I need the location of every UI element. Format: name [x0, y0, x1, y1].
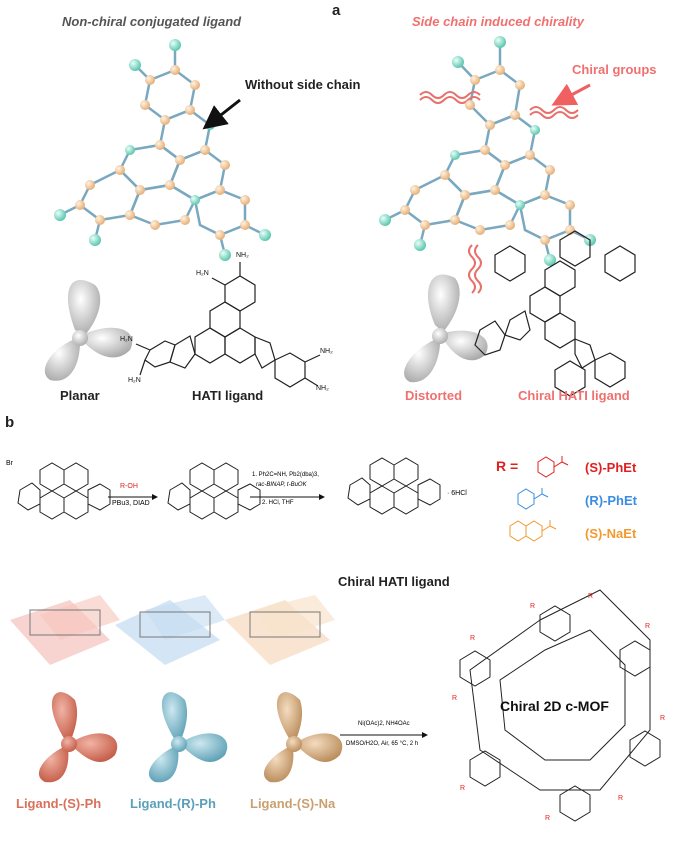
propeller-s-ph-icon: [38, 692, 118, 783]
chiral-side-chains: [419, 91, 579, 294]
intermediate-structure: [167, 462, 261, 520]
ligand-r-ph-label: Ligand-(R)-Ph: [130, 796, 216, 811]
mof-reagent-1: Ni(OAc)2, NH4OAc: [358, 721, 410, 727]
ligand-s-na-label: Ligand-(S)-Na: [250, 796, 336, 811]
without-side-chain-label: Without side chain: [245, 77, 361, 92]
substituent-s-naet: (S)-NaEt: [585, 526, 637, 541]
ligand-s-ph-label: Ligand-(S)-Ph: [16, 796, 102, 811]
hati-h2n-label: H₂N: [196, 270, 209, 277]
reagent-2-line1: 1. Ph2C=NH, Pb2(dba)3,: [252, 472, 319, 478]
hati-h2n-label: H₂N: [120, 336, 133, 343]
planar-propeller-icon: [44, 280, 133, 381]
without-side-chain-arrow: [202, 98, 241, 130]
hati-ligand-structure: [135, 262, 321, 388]
svg-text:R: R: [645, 623, 650, 630]
distorted-label: Distorted: [405, 388, 463, 403]
propeller-r-ph-icon: [148, 692, 228, 783]
hcl-salt-label: · 6HCl: [447, 490, 467, 497]
hati-ligand-label: HATI ligand: [192, 388, 264, 403]
svg-text:R: R: [545, 815, 550, 822]
panel-b-letter: b: [5, 414, 15, 431]
left-title: Non-chiral conjugated ligand: [62, 14, 242, 29]
hati-nh2-label: NH₂: [236, 252, 249, 259]
propeller-s-na-icon: [263, 692, 343, 783]
reagent-2-line3: 2. HCl, THF: [262, 500, 294, 506]
substituent-r-phet: (R)-PhEt: [585, 493, 637, 508]
r-substituent-icons: [509, 456, 569, 542]
planar-label: Planar: [60, 388, 100, 403]
reagent-1-bottom: PBu3, DIAD: [112, 500, 150, 507]
chiral-hati-scheme-label: Chiral HATI ligand: [338, 574, 450, 589]
chiral-groups-arrow: [551, 83, 591, 106]
product-structure: [347, 457, 441, 515]
panel-a-letter: a: [332, 2, 341, 19]
mof-reagent-2: DMSO/H2O, Air, 65 °C, 2 h: [346, 741, 419, 747]
ligand-tile-r-ph: [115, 595, 225, 665]
chiral-hati-ligand-label: Chiral HATI ligand: [518, 388, 630, 403]
starting-material-structure: [17, 462, 111, 520]
hati-h2n-label: H₂N: [128, 377, 141, 384]
chiral-hati-ligand-structure: [474, 230, 636, 397]
hati-nh2-label: NH₂: [320, 348, 333, 355]
chiral-groups-label: Chiral groups: [572, 62, 657, 77]
starting-material-br-labels: Br: [6, 460, 13, 467]
svg-text:R: R: [530, 603, 535, 610]
mof-label: Chiral 2D c-MOF: [500, 698, 609, 714]
hati-nh2-label: NH₂: [316, 385, 329, 392]
reagent-1-top: R-OH: [120, 483, 138, 490]
svg-text:R: R: [470, 635, 475, 642]
svg-text:R: R: [452, 695, 457, 702]
mof-r-groups: R R R R R R R R R: [452, 593, 665, 822]
right-title: Side chain induced chirality: [412, 14, 584, 29]
svg-text:R: R: [460, 785, 465, 792]
mof-framework-structure: [459, 589, 661, 822]
ligand-tile-s-na: [225, 595, 335, 665]
svg-text:R: R: [588, 593, 593, 600]
distorted-propeller-icon: [404, 274, 488, 383]
svg-text:R: R: [618, 795, 623, 802]
reagent-2-line2: rac-BINAP, t-BuOK: [256, 482, 307, 488]
substituent-s-phet: (S)-PhEt: [585, 460, 637, 475]
r-equals-label: R =: [496, 458, 519, 474]
ligand-tile-s-ph: [10, 595, 120, 665]
svg-text:R: R: [660, 715, 665, 722]
